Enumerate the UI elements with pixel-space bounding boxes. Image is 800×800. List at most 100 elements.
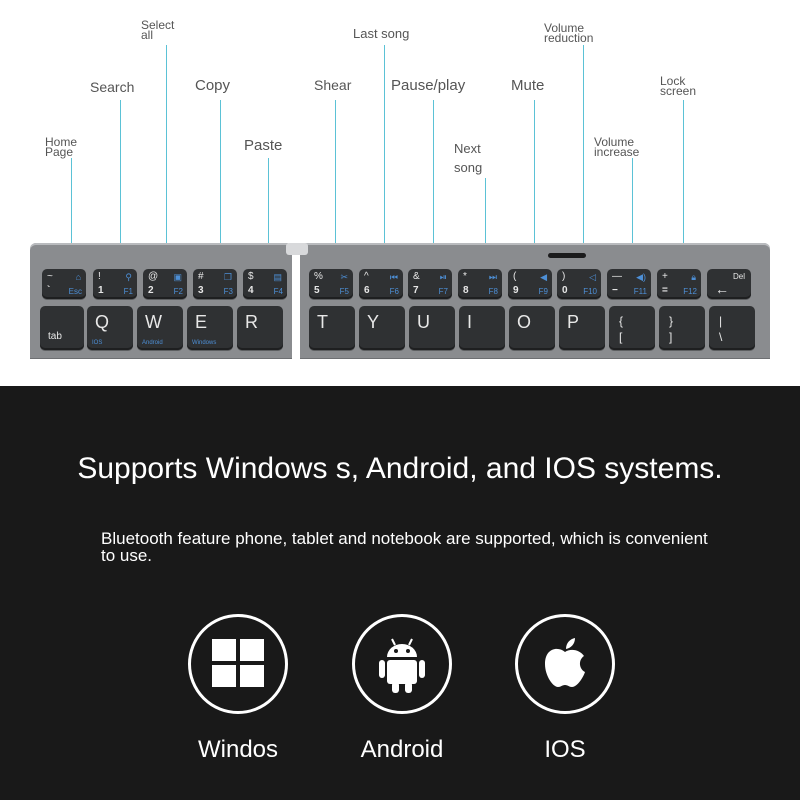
- leader-line: [581, 45, 586, 270]
- key-glyph: #: [198, 271, 204, 282]
- key-letter: Q: [95, 312, 110, 332]
- key-r[interactable]: R: [237, 306, 283, 350]
- key-backslash[interactable]: | \: [709, 306, 755, 350]
- indicator-light: [548, 253, 586, 258]
- key-fn-label: F6: [389, 287, 399, 296]
- callout-pause-play: Pause/play: [391, 77, 466, 94]
- volume-down-icon: ◁: [589, 272, 596, 282]
- key-letter: [: [619, 330, 623, 344]
- key-letter: W: [145, 312, 162, 332]
- previous-track-icon: ⏮: [389, 272, 398, 282]
- subtext: Bluetooth feature phone, tablet and note…: [101, 529, 708, 565]
- key-number: 5: [314, 285, 320, 296]
- apple-logo-icon: [515, 614, 615, 714]
- key-letter: U: [417, 312, 430, 332]
- key-f7[interactable]: & 7 ⏯ F7: [408, 269, 452, 299]
- lock-icon: 🔒︎: [691, 272, 696, 282]
- key-f10[interactable]: ) 0 ◁ F10: [557, 269, 601, 299]
- key-glyph: Del: [732, 272, 745, 281]
- cut-icon: ✂: [340, 272, 348, 282]
- key-fn-label: F12: [683, 287, 697, 296]
- os-label: IOS: [544, 736, 586, 763]
- volume-up-icon: ◀): [636, 272, 646, 282]
- headline: Supports Windows s, Android, and IOS sys…: [77, 452, 723, 485]
- key-f8[interactable]: * 8 ⏭ F8: [458, 269, 502, 299]
- key-i[interactable]: I: [459, 306, 505, 350]
- key-fn-label: F5: [339, 287, 349, 296]
- key-esc[interactable]: ~ ` ⌂ Esc: [42, 269, 86, 299]
- android-logo-icon: [352, 614, 452, 714]
- key-letter: \: [719, 330, 723, 344]
- key-glyph: &: [413, 271, 420, 282]
- key-letter: }: [669, 314, 674, 328]
- key-f12[interactable]: + = 🔒︎ F12: [657, 269, 701, 299]
- key-y[interactable]: Y: [359, 306, 405, 350]
- key-t[interactable]: T: [309, 306, 355, 350]
- leader-line: [382, 45, 387, 270]
- key-p[interactable]: P: [559, 306, 605, 350]
- key-tab[interactable]: tab: [40, 306, 84, 350]
- key-letter: R: [245, 312, 258, 332]
- key-fn-label: F9: [538, 287, 548, 296]
- os-label: Windos: [197, 736, 279, 763]
- key-glyph: ): [562, 271, 566, 282]
- key-o[interactable]: O: [509, 306, 555, 350]
- key-delete[interactable]: Del ←: [707, 269, 751, 299]
- key-right-bracket[interactable]: } ]: [659, 306, 705, 350]
- key-letter: T: [317, 312, 328, 332]
- key-fn-label: F3: [223, 287, 233, 296]
- key-f9[interactable]: ( 9 ◀ F9: [508, 269, 552, 299]
- key-fn-label: F4: [273, 287, 283, 296]
- key-f3[interactable]: # 3 ❐ F3: [193, 269, 237, 299]
- mute-icon: ◀: [540, 272, 547, 282]
- compatibility-panel: Supports Windows s, Android, and IOS sys…: [0, 386, 800, 800]
- os-windows: Windos: [188, 614, 288, 794]
- key-u[interactable]: U: [409, 306, 455, 350]
- keyboard-hinge: [286, 243, 308, 255]
- key-letter: Y: [367, 312, 380, 332]
- key-glyph: —: [612, 271, 622, 282]
- key-left-bracket[interactable]: { [: [609, 306, 655, 350]
- callout-shear: Shear: [314, 77, 352, 93]
- key-f6[interactable]: ^ 6 ⏮ F6: [359, 269, 403, 299]
- key-e[interactable]: E Windows: [187, 306, 233, 350]
- key-number: 4: [248, 285, 254, 296]
- paste-icon: ▤: [273, 272, 282, 282]
- key-number: 9: [513, 285, 519, 296]
- key-letter: O: [517, 312, 532, 332]
- play-pause-icon: ⏯: [439, 272, 447, 282]
- key-fn-label: F2: [173, 287, 183, 296]
- key-number: 8: [463, 285, 469, 296]
- next-track-icon: ⏭: [488, 272, 497, 282]
- key-label: tab: [48, 331, 62, 342]
- callout-search: Search: [90, 79, 135, 95]
- key-glyph: (: [513, 271, 517, 282]
- key-glyph: @: [148, 271, 159, 282]
- key-glyph: $: [248, 271, 254, 282]
- key-number: −: [612, 285, 618, 296]
- copy-icon: ❐: [223, 272, 232, 282]
- key-f1[interactable]: ! 1 ⚲ F1: [93, 269, 137, 299]
- key-number: 0: [562, 285, 568, 296]
- os-ios: IOS: [515, 614, 615, 794]
- key-f4[interactable]: $ 4 ▤ F4: [243, 269, 287, 299]
- key-letter: |: [719, 314, 723, 328]
- os-label: Android: [360, 736, 444, 763]
- key-fn-label: F10: [583, 287, 597, 296]
- key-f5[interactable]: % 5 ✂ F5: [309, 269, 353, 299]
- key-number: 7: [413, 285, 419, 296]
- key-sublabel: Windows: [192, 340, 217, 346]
- callout-last-song: Last song: [353, 26, 410, 41]
- key-q[interactable]: Q IOS: [87, 306, 133, 350]
- select-all-icon: ▣: [173, 272, 182, 282]
- key-fn-label: F8: [488, 287, 498, 296]
- key-f11[interactable]: — − ◀) F11: [607, 269, 651, 299]
- key-number: 2: [148, 285, 154, 296]
- key-w[interactable]: W Android: [137, 306, 183, 350]
- key-f2[interactable]: @ 2 ▣ F2: [143, 269, 187, 299]
